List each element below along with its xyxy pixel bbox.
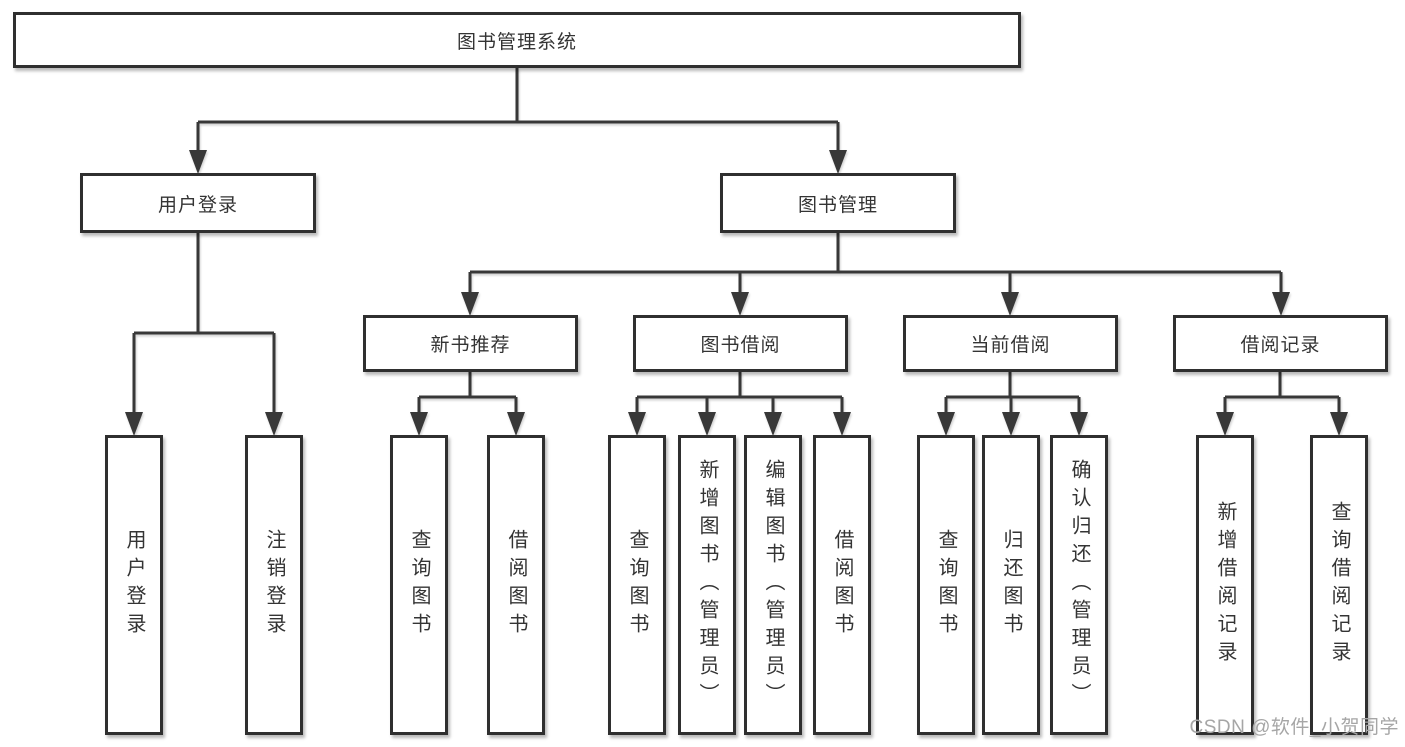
- node-user-login-label: 用户登录: [157, 194, 238, 216]
- leaf-user-login-label: 用户登录: [123, 529, 145, 641]
- leaf-add-borrow-record-label: 新增借阅记录: [1214, 501, 1236, 669]
- leaf-query-books-current-label: 查询图书: [935, 529, 957, 641]
- leaf-query-books-borrowing-label: 查询图书: [626, 529, 648, 641]
- node-current-borrowing: 当前借阅: [903, 315, 1118, 372]
- leaf-logout: 注销登录: [245, 435, 303, 735]
- node-borrowing-records: 借阅记录: [1173, 315, 1388, 372]
- leaf-borrow-books-recommend: 借阅图书: [487, 435, 545, 735]
- leaf-edit-books-admin: 编辑图书（管理员）: [744, 435, 802, 735]
- watermark: CSDN @软件_小贺同学: [1189, 717, 1399, 738]
- leaf-return-books-label: 归还图书: [1000, 529, 1022, 641]
- leaf-confirm-return-admin: 确认归还（管理员）: [1050, 435, 1108, 735]
- leaf-borrow-books-recommend-label: 借阅图书: [505, 529, 527, 641]
- node-current-borrowing-label: 当前借阅: [970, 335, 1051, 356]
- leaf-confirm-return-admin-label: 确认归还（管理员）: [1068, 459, 1090, 711]
- leaf-query-borrow-record: 查询借阅记录: [1310, 435, 1368, 735]
- leaf-add-books-admin: 新增图书（管理员）: [678, 435, 736, 735]
- leaf-query-books-borrowing: 查询图书: [608, 435, 666, 735]
- leaf-add-books-admin-label: 新增图书（管理员）: [696, 459, 718, 711]
- node-book-management: 图书管理: [720, 173, 956, 233]
- node-root-label: 图书管理系统: [456, 31, 577, 53]
- arrowheads: [125, 150, 1348, 436]
- leaf-logout-label: 注销登录: [263, 529, 285, 641]
- node-new-book-recommendation-label: 新书推荐: [430, 335, 511, 356]
- leaf-query-borrow-record-label: 查询借阅记录: [1328, 501, 1350, 669]
- node-book-management-label: 图书管理: [797, 194, 878, 216]
- leaf-borrow-books-borrowing-label: 借阅图书: [831, 529, 853, 641]
- leaf-return-books: 归还图书: [982, 435, 1040, 735]
- node-book-borrowing-label: 图书借阅: [700, 335, 781, 356]
- node-book-borrowing: 图书借阅: [633, 315, 848, 372]
- node-new-book-recommendation: 新书推荐: [363, 315, 578, 372]
- leaf-borrow-books-borrowing: 借阅图书: [813, 435, 871, 735]
- node-borrowing-records-label: 借阅记录: [1240, 335, 1321, 356]
- leaf-query-books-current: 查询图书: [917, 435, 975, 735]
- leaf-edit-books-admin-label: 编辑图书（管理员）: [762, 459, 784, 711]
- node-root: 图书管理系统: [13, 12, 1021, 68]
- leaf-query-books-recommend-label: 查询图书: [408, 529, 430, 641]
- node-user-login: 用户登录: [80, 173, 316, 233]
- leaf-add-borrow-record: 新增借阅记录: [1196, 435, 1254, 735]
- leaf-user-login: 用户登录: [105, 435, 163, 735]
- leaf-query-books-recommend: 查询图书: [390, 435, 448, 735]
